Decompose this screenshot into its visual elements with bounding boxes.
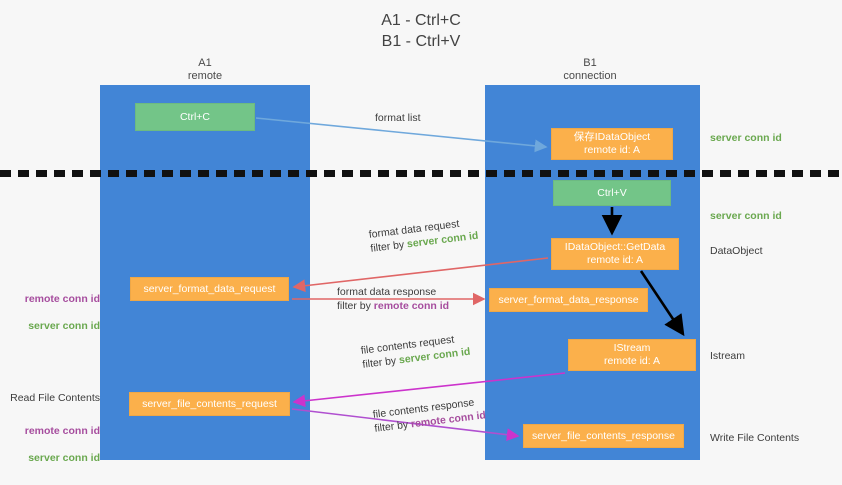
node-server-file-contents-request[interactable]: server_file_contents_request bbox=[129, 392, 290, 416]
annotation-conn-ids-file: remote conn id server conn id bbox=[8, 411, 100, 479]
filter-by-prefix: filter by bbox=[337, 300, 374, 312]
edge-format-list bbox=[255, 117, 548, 153]
annotation-read-file-contents: Read File Contents bbox=[10, 392, 100, 404]
edge-label-format-list: format list bbox=[375, 111, 421, 125]
annotation-dataobject: DataObject bbox=[710, 245, 763, 257]
annotation-server-conn-id-top: server conn id bbox=[710, 132, 782, 144]
node-save-idataobject-remote-id: remote id: A bbox=[583, 144, 641, 156]
node-server-format-data-request-label: server_format_data_request bbox=[143, 282, 276, 295]
edge-label-format-data-response-filter: filter by remote conn id bbox=[337, 299, 449, 313]
annotation-conn-ids-format: remote conn id server conn id bbox=[8, 279, 100, 347]
edge-label-format-data-response-title: format data response bbox=[337, 286, 437, 298]
edge-label-format-data-response: format data response filter by remote co… bbox=[337, 285, 449, 313]
node-server-file-contents-response[interactable]: server_file_contents_response bbox=[523, 424, 684, 448]
node-server-format-data-response-label: server_format_data_response bbox=[498, 293, 639, 306]
node-idataobject-getdata-label: IDataObject::GetData bbox=[564, 241, 666, 253]
node-idataobject-getdata[interactable]: IDataObject::GetData remote id: A bbox=[551, 238, 679, 270]
annotation-remote-conn-id-2: remote conn id bbox=[24, 424, 100, 437]
phase-divider bbox=[0, 170, 842, 177]
lane-header-a1: A1 remote bbox=[187, 57, 223, 82]
annotation-istream: Istream bbox=[710, 350, 746, 362]
node-idataobject-getdata-remote-id: remote id: A bbox=[586, 254, 644, 266]
annotation-server-conn-id-mid: server conn id bbox=[710, 210, 782, 222]
annotation-remote-conn-id-1: remote conn id bbox=[24, 292, 100, 305]
node-save-idataobject-label: 保存IDataObject bbox=[573, 131, 651, 143]
node-server-format-data-request[interactable]: server_format_data_request bbox=[130, 277, 289, 301]
node-ctrl-v[interactable]: Ctrl+V bbox=[553, 180, 671, 206]
node-istream-label: IStream bbox=[613, 342, 651, 354]
filter-value-remote-conn-id: remote conn id bbox=[373, 300, 450, 312]
annotation-server-conn-id-1: server conn id bbox=[28, 319, 100, 332]
diagram-title: A1 - Ctrl+C B1 - Ctrl+V bbox=[381, 12, 461, 50]
node-ctrl-c-label: Ctrl+C bbox=[179, 110, 211, 123]
node-server-file-contents-request-label: server_file_contents_request bbox=[142, 397, 277, 410]
edge-label-format-list-text: format list bbox=[375, 112, 421, 124]
node-istream[interactable]: IStream remote id: A bbox=[568, 339, 696, 371]
node-istream-remote-id: remote id: A bbox=[603, 355, 661, 367]
node-server-file-contents-response-label: server_file_contents_response bbox=[531, 429, 675, 442]
node-ctrl-c[interactable]: Ctrl+C bbox=[135, 103, 255, 131]
edge-file-contents-request bbox=[292, 372, 566, 408]
edge-file-contents-response bbox=[291, 408, 520, 442]
edge-getdata-to-istream bbox=[639, 270, 685, 337]
annotation-write-file-contents: Write File Contents bbox=[710, 432, 800, 444]
node-ctrl-v-label: Ctrl+V bbox=[597, 186, 627, 199]
edge-format-data-request bbox=[292, 257, 549, 293]
node-save-idataobject[interactable]: 保存IDataObject remote id: A bbox=[551, 128, 673, 160]
annotation-server-conn-id-2: server conn id bbox=[28, 451, 100, 464]
node-server-format-data-response[interactable]: server_format_data_response bbox=[489, 288, 648, 312]
lane-header-b1: B1 connection bbox=[563, 57, 617, 82]
